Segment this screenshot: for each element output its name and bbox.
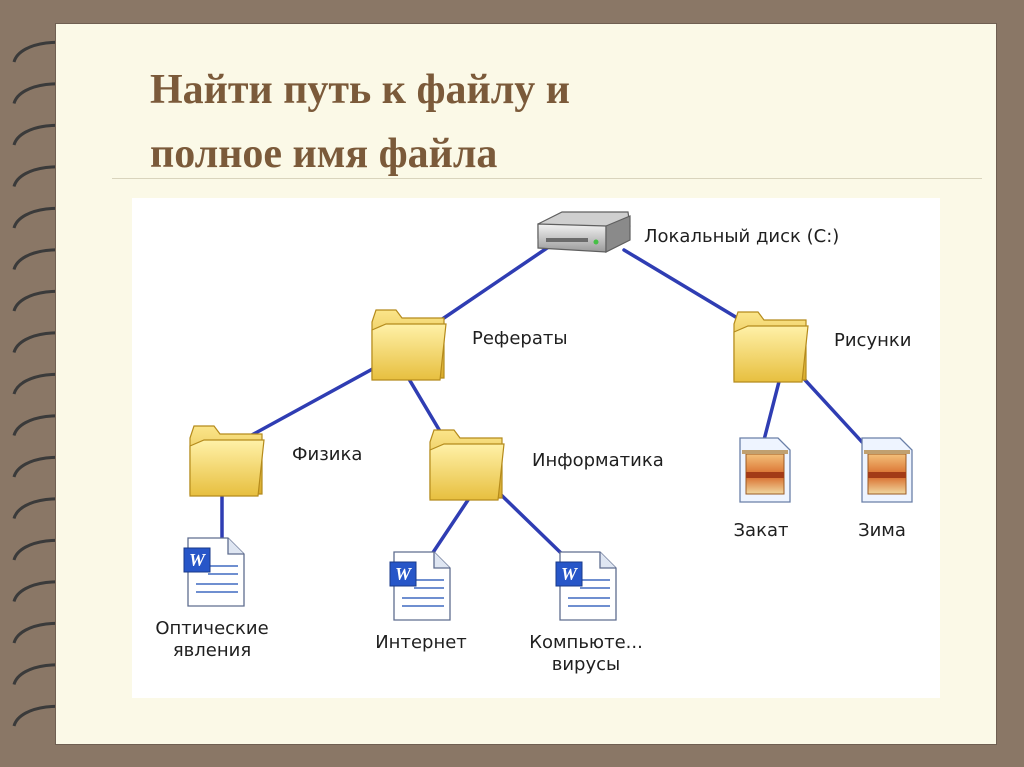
file-label-internet: Интернет [356,632,486,654]
file-label-kompyuternye: Компьюте... вирусы [506,632,666,676]
folder-label-referaty: Рефераты [472,328,568,349]
title-line-1: Найти путь к файлу и [150,67,570,113]
word-document-icon[interactable]: W [555,551,617,621]
slide-title: Найти путь к файлу и полное имя файла [150,58,850,186]
connector-referaty-informatika [404,372,446,440]
file-label-line-1: Закат [733,520,789,541]
folder-icon[interactable] [189,425,265,497]
connector-informatika-kompyuter [492,486,564,556]
hard-drive-icon [537,211,631,253]
folder-label-risunki: Рисунки [834,330,912,351]
folder-icon[interactable] [733,311,809,383]
image-file-icon[interactable] [861,437,913,503]
file-label-line-1: Зима [858,520,906,541]
file-label-line-1: Оптические [155,618,269,639]
file-tree-diagram: W W W Локальный [132,198,940,698]
file-label-line-2: вирусы [551,654,621,675]
svg-text:W: W [561,564,579,584]
image-file-icon[interactable] [739,437,791,503]
connector-disk-referaty [436,244,552,324]
connector-referaty-fizika [248,364,380,438]
svg-text:W: W [189,550,207,570]
folder-icon[interactable] [429,429,505,501]
folder-label-informatika: Информатика [532,450,664,471]
word-document-icon[interactable]: W [389,551,451,621]
file-label-line-2: явления [172,640,252,661]
connector-informatika-internet [430,492,474,556]
file-label-zakat: Закат [716,520,806,542]
file-label-zima: Зима [842,520,922,542]
title-divider [112,178,982,179]
folder-label-fizika: Физика [292,444,363,465]
tree-canvas: W W W [183,211,913,621]
file-label-line-1: Интернет [375,632,467,653]
connector-lines [220,244,864,556]
file-label-opticheskie: Оптические явления [142,618,282,662]
word-document-icon[interactable]: W [183,537,245,607]
root-label: Локальный диск (C:) [644,226,840,247]
title-line-2: полное имя файла [150,131,498,177]
file-label-line-1: Компьюте... [529,632,643,653]
connector-disk-risunki [622,248,746,324]
svg-text:W: W [395,564,413,584]
folder-icon[interactable] [371,309,447,381]
